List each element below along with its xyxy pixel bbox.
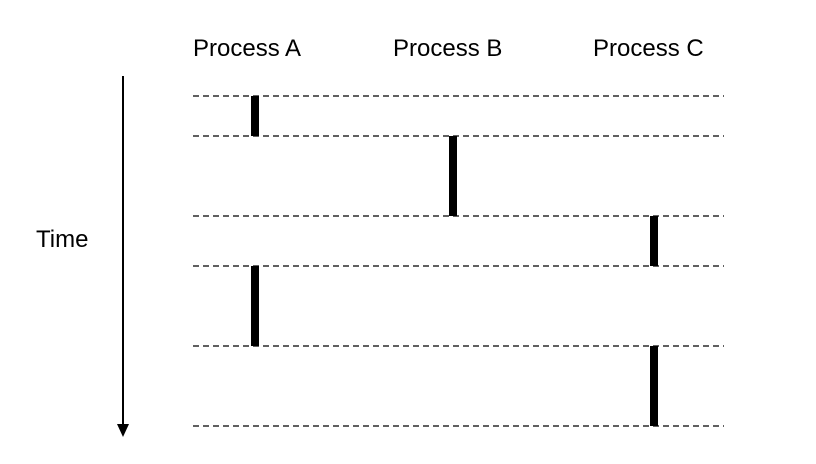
process-c-label: Process C [593, 35, 704, 62]
execution-bar-2 [449, 136, 457, 216]
time-axis-arrow [117, 76, 129, 437]
execution-bars [251, 96, 658, 426]
execution-bar-5 [650, 346, 658, 426]
time-axis-arrowhead [117, 424, 129, 437]
execution-bar-3 [650, 216, 658, 266]
execution-bar-4 [251, 266, 259, 346]
process-a-label: Process A [193, 35, 302, 62]
time-axis-label: Time [36, 226, 89, 253]
execution-bar-1 [251, 96, 259, 136]
time-marker-lines [193, 95, 724, 427]
process-b-label: Process B [393, 35, 503, 62]
